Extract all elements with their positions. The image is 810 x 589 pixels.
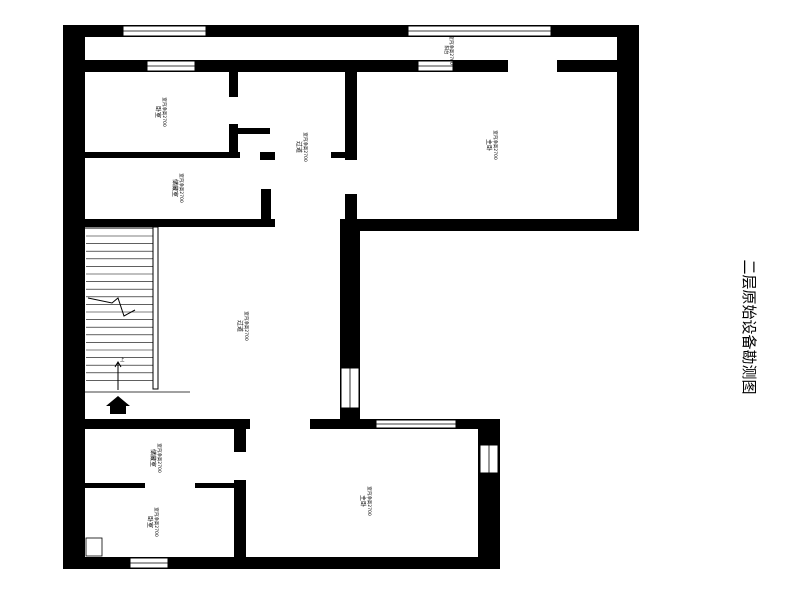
room-storage-top: 储藏室 室内净高2700 <box>171 173 185 203</box>
room-balcony-top: 阳台 室内净高2700 <box>443 35 455 65</box>
room-hallway-upper: 过道 室内净高2700 <box>295 132 309 162</box>
wall-lower-divider-b <box>195 483 235 488</box>
wall-outer-bottom <box>63 557 500 569</box>
room-ceiling: 室内净高2700 <box>156 443 163 473</box>
room-labels: 卧室 室内净高2700 储藏室 室内净高2700 过道 室内净高2700 主卧 … <box>146 35 499 537</box>
room-name: 阳台 <box>443 46 450 55</box>
wall-storage-top-right <box>261 189 271 227</box>
room-ceiling: 室内净高2700 <box>448 35 455 65</box>
room-name: 卧室 <box>146 516 154 528</box>
room-name: 主卧 <box>359 495 367 507</box>
room-bedroom-top-left: 卧室 室内净高2700 <box>154 97 168 127</box>
wall-bedroom-tl-bottom <box>85 152 240 158</box>
room-name: 储藏室 <box>171 179 179 197</box>
room-name: 过道 <box>236 320 244 332</box>
stair-rail <box>152 226 159 390</box>
room-ceiling: 室内净高2700 <box>178 173 185 203</box>
room-storage-bottom: 储藏室 室内净高2700 <box>149 443 163 473</box>
wall-lower-left-right-a <box>234 419 246 452</box>
room-name: 过道 <box>295 141 303 153</box>
wall-br-right <box>478 419 500 569</box>
wall-outer-right-upper <box>617 25 639 230</box>
room-ceiling: 室内净高2700 <box>161 97 168 127</box>
wall-balcony-inner-right <box>557 60 619 72</box>
room-hallway-center: 过道 室内净高2700 <box>236 311 250 341</box>
wall-bedroom-tl-right-a <box>229 72 238 97</box>
wall-lower-left-right-b <box>234 480 246 569</box>
stair-up-label: 上 <box>120 356 125 363</box>
drawing-title: 二层原始设备勘测图 <box>740 259 758 394</box>
stair-break-line <box>87 297 136 317</box>
wall-bedroom-tl-stub <box>238 128 270 134</box>
staircase: 上 <box>85 226 190 414</box>
room-bedroom-master: 主卧 室内净高2700 <box>485 130 499 160</box>
room-name: 卧室 <box>154 106 162 118</box>
room-bedroom-bottom-left: 卧室 室内净高2700 <box>146 507 160 537</box>
wall-master-left-upper <box>345 72 357 160</box>
room-ceiling: 室内净高2700 <box>366 486 373 516</box>
wall-lower-left-top <box>85 419 250 429</box>
door-swing-marker <box>85 537 103 557</box>
room-name: 主卧 <box>485 139 493 151</box>
room-ceiling: 室内净高2700 <box>153 507 160 537</box>
wall-bedroom-tl-right-b <box>229 124 238 158</box>
wall-master-bottom <box>345 219 639 231</box>
room-name: 储藏室 <box>149 449 157 467</box>
room-ceiling: 室内净高2700 <box>243 311 250 341</box>
wall-lower-divider-a <box>85 483 145 488</box>
wall-storage-top-bottom <box>85 219 275 227</box>
wall-outer-left <box>63 25 85 569</box>
room-ceiling: 室内净高2700 <box>492 130 499 160</box>
windows <box>122 25 552 569</box>
wall-storage-top-stub <box>260 152 275 160</box>
entry-arrow-icon <box>106 396 130 414</box>
wall-hall-door-stub <box>331 152 349 158</box>
room-ceiling: 室内净高2700 <box>302 132 309 162</box>
room-bedroom-bottom-right: 主卧 室内净高2700 <box>359 486 373 516</box>
